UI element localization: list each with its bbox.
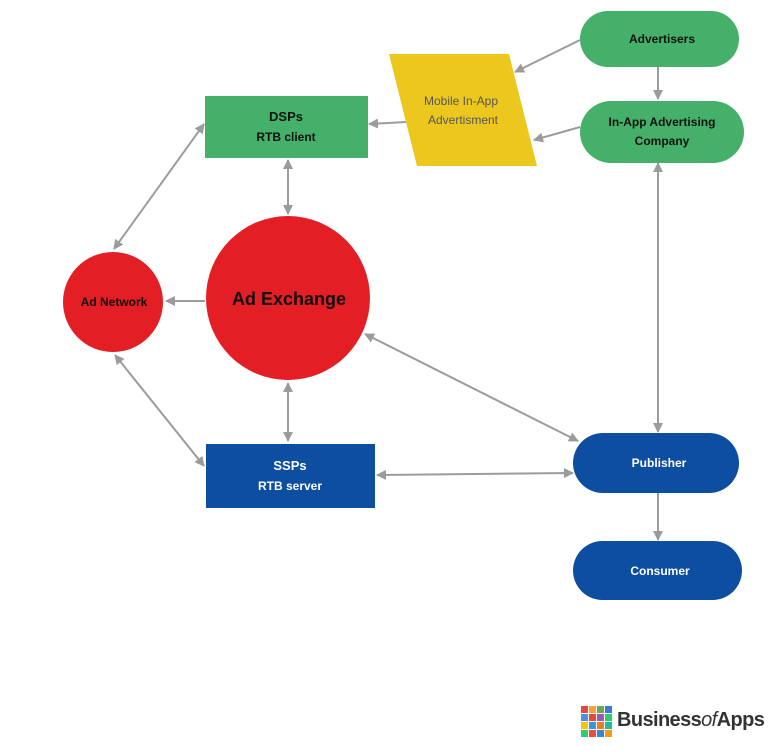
logo-tile [581, 714, 588, 721]
arrow-advertisers-to-mobile-ad [514, 39, 581, 73]
ad-network-shape [63, 252, 163, 352]
ad-exchange-shape [206, 216, 370, 380]
in-app-advertising-company-node: In-App Advertising Company [580, 101, 744, 163]
logo-tile [597, 722, 604, 729]
logo-tile [581, 722, 588, 729]
logo-tile [605, 714, 612, 721]
ad-exchange-node: Ad Exchange [206, 216, 370, 380]
publisher-label: Publisher [632, 456, 687, 470]
advertisers-node: Advertisers [580, 11, 739, 67]
in-app-company-shape [580, 101, 744, 163]
ssps-shape [206, 444, 375, 508]
ssps-label-line1: SSPs [273, 458, 306, 473]
logo-tile [605, 706, 612, 713]
dsps-label-line1: DSPs [269, 109, 303, 124]
ad-exchange-label: Ad Exchange [232, 289, 346, 309]
logo-word-apps: Apps [716, 709, 765, 731]
logo-tile [589, 730, 596, 737]
arrow-dsps-ad-network [113, 123, 205, 250]
arrow-company-to-mobile-ad [533, 126, 581, 143]
logo-tile [597, 714, 604, 721]
logo-tile [597, 706, 604, 713]
mobile-in-app-ad-shape [389, 54, 537, 166]
ssps-label-line2: RTB server [258, 479, 322, 493]
dsps-label-line2: RTB client [256, 130, 315, 144]
logo-tile [581, 730, 588, 737]
publisher-shape [573, 433, 739, 493]
logo-word-of: of [701, 709, 717, 731]
consumer-label: Consumer [630, 564, 690, 578]
logo-tile [597, 730, 604, 737]
logo-mark-icon [581, 706, 612, 737]
ad-network-node: Ad Network [63, 252, 163, 352]
ad-network-label: Ad Network [81, 295, 148, 309]
logo-tile [589, 714, 596, 721]
logo-tile [589, 722, 596, 729]
advertisers-label: Advertisers [629, 32, 695, 46]
logo-tile [605, 730, 612, 737]
mobile-in-app-ad-label-line2: Advertisment [428, 113, 499, 127]
mobile-in-app-ad-label-line1: Mobile In-App [424, 94, 498, 108]
in-app-company-label-line2: Company [635, 134, 690, 148]
arrow-ssps-publisher [376, 468, 574, 480]
arrow-mobile-ad-to-dsps [368, 118, 407, 129]
logo-tile [581, 706, 588, 713]
logo-tile [605, 722, 612, 729]
connectors [113, 39, 663, 541]
arrow-ad-network-ssps [114, 354, 205, 467]
arrow-exchange-publisher [364, 333, 579, 442]
consumer-shape [573, 541, 742, 600]
dsps-shape [205, 96, 368, 158]
mobile-in-app-ad-node: Mobile In-App Advertisment [389, 54, 537, 166]
advertisers-shape [580, 11, 739, 67]
publisher-node: Publisher [573, 433, 739, 493]
dsps-node: DSPs RTB client [205, 96, 368, 158]
logo-word-business: Business [617, 709, 702, 731]
businessofapps-logo: BusinessofApps [581, 706, 765, 738]
in-app-company-label-line1: In-App Advertising [609, 115, 716, 129]
logo-wordmark: BusinessofApps [617, 709, 765, 732]
consumer-node: Consumer [573, 541, 742, 600]
logo-tile [589, 706, 596, 713]
ssps-node: SSPs RTB server [206, 444, 375, 508]
